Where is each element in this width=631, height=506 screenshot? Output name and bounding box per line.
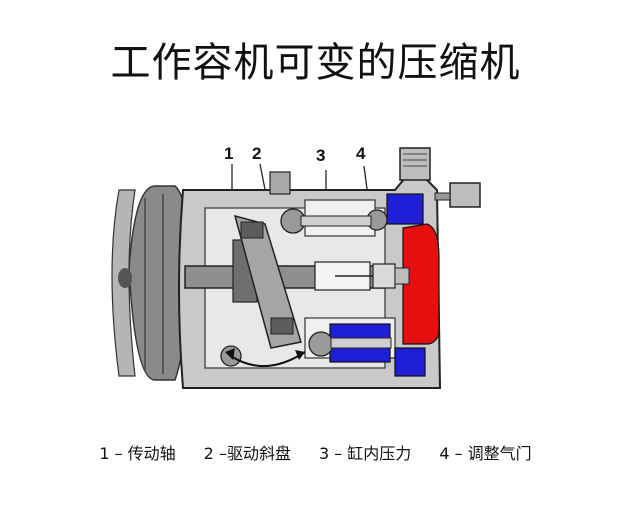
- discharge-chamber: [402, 223, 440, 345]
- swash-plate: [233, 214, 302, 349]
- control-valve: [335, 263, 410, 289]
- callout-2: 2: [252, 144, 262, 163]
- pulley: [111, 185, 190, 381]
- legend-item-4: 4 – 调整气门: [439, 444, 532, 463]
- legend-item-1: 1 – 传动轴: [99, 444, 176, 463]
- callout-3: 3: [316, 146, 326, 165]
- legend: 1 – 传动轴 2 –驱动斜盘 3 – 缸内压力 4 – 调整气门: [0, 440, 631, 464]
- callout-1: 1: [224, 144, 234, 163]
- compressor-diagram: [111, 147, 481, 389]
- page-title: 工作容机可变的压缩机: [110, 40, 521, 86]
- pistons: [220, 208, 392, 367]
- legend-item-3: 3 – 缸内压力: [318, 444, 412, 463]
- callout-4: 4: [356, 144, 366, 163]
- rotation-arrow: [225, 348, 306, 367]
- legend-item-2: 2 –驱动斜盘: [203, 444, 291, 463]
